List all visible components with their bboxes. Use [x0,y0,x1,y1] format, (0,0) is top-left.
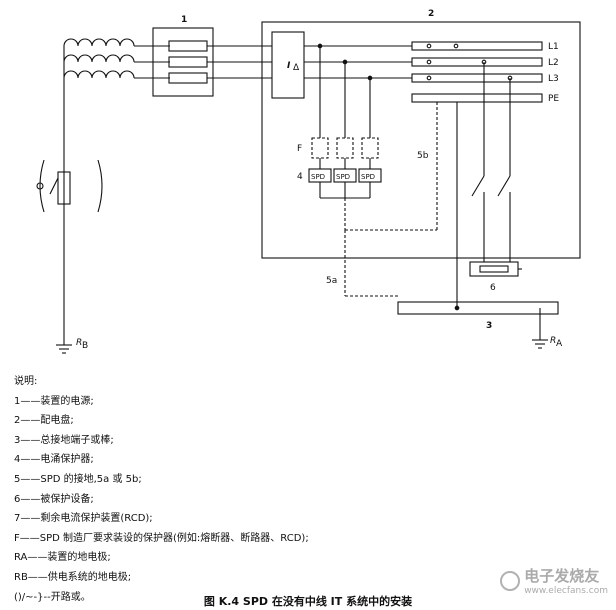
watermark-url: www.elecfans.com [524,586,608,596]
label-ia-sub: Δ [293,63,300,73]
label-rb: R [76,338,82,348]
label-ra: R [550,336,556,346]
legend-item: 2——配电盘; [14,415,74,427]
label-5a: 5a [326,276,337,286]
earth-electrode-rb [56,344,72,354]
legend-item: F——SPD 制造厂要求装设的保护器(例如:熔断器、断路器、RCD); [14,532,309,544]
legend-item: 4——电涌保护器; [14,454,94,466]
legend-item: 1——装置的电源; [14,395,94,407]
switch-2 [497,175,511,197]
box-6-protected-equipment [469,261,519,277]
protector-f-1 [311,137,329,159]
label-f: F [297,144,302,154]
legend-item: 5——SPD 的接地,5a 或 5b; [14,473,142,485]
legend-item: ()/~-}--开路或。 [14,591,91,603]
busbar-l3 [411,73,543,83]
busbar-l1 [411,41,543,51]
label-l2: L2 [548,58,559,68]
label-ra-sub: A [556,339,563,349]
figure-caption: 图 K.4 SPD 在没有中线 IT 系统中的安装 [203,595,413,608]
spd-label-1: SPD [311,173,325,181]
label-rb-sub: B [82,341,88,351]
rcd-box [271,31,305,99]
it-system-spd-diagram: 1 2 I Δ L1 L2 L3 PE F 4 SPD SPD SPD 5b 5… [36,9,581,354]
legend-item: 3——总接地端子或棒; [14,434,114,446]
label-6: 6 [490,283,496,293]
switch-1 [471,175,485,197]
label-5b: 5b [417,151,429,161]
spd-label-3: SPD [361,173,375,181]
label-pe: PE [548,94,559,104]
legend: 说明: 1——装置的电源; 2——配电盘; 3——总接地端子或棒; 4——电涌保… [14,372,594,607]
protector-f-2 [336,137,354,159]
box-3-main-earthing-bar [397,301,559,315]
legend-title: 说明: [14,376,38,387]
watermark: 电子发烧友 www.elecfans.com [500,565,608,596]
fuse-l2 [168,56,208,68]
busbar-pe [411,93,543,103]
label-1: 1 [181,15,187,25]
spd-earthing-5a [344,230,398,297]
fuse-l1 [168,40,208,52]
legend-item: RA——装置的地电极; [14,552,111,564]
spd-label-2: SPD [336,173,350,181]
legend-item: RB——供电系统的地电极; [14,571,132,583]
label-3: 3 [486,321,492,331]
label-4: 4 [297,172,303,182]
open-circuit-bracket [39,159,45,213]
watermark-logo-icon [500,570,521,591]
legend-item: 6——被保护设备; [14,493,94,505]
label-2: 2 [428,9,434,19]
source-transformer-coils [63,38,135,79]
legend-item: 7——剩余电流保护装置(RCD); [14,513,153,525]
fuse-l3 [168,72,208,84]
spd-earthing-5b [344,102,438,231]
label-l3: L3 [548,74,559,84]
impedance-resistor [57,171,71,205]
busbar-l2 [411,57,543,67]
earth-electrode-ra [532,339,548,349]
label-l1: L1 [548,42,559,52]
box-2-distribution-board [261,21,581,259]
protector-f-3 [361,137,379,159]
label-ia: I [287,61,291,71]
watermark-text: 电子发烧友 [524,567,600,585]
